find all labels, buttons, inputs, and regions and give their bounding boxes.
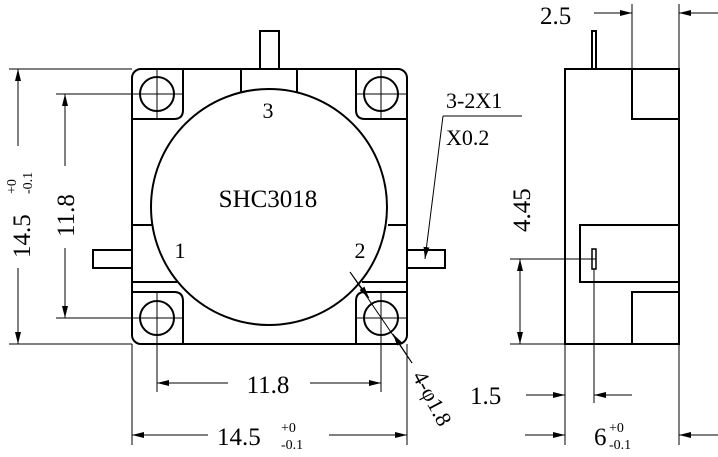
pin-height-dimension: 4.45 xyxy=(509,188,536,232)
svg-text:-0.1: -0.1 xyxy=(281,438,303,453)
pin-size-note-line2: X0.2 xyxy=(446,125,489,150)
hole-diameter-note: 4-φ1.8 xyxy=(408,367,458,430)
port-2-label: 2 xyxy=(355,238,366,263)
pin-offset-top-dimension: 2.5 xyxy=(540,3,571,30)
pin-1 xyxy=(92,249,133,269)
svg-text:6: 6 xyxy=(594,424,607,451)
height-dimension: 14.5 +0 -0.1 xyxy=(5,172,36,258)
pin-3 xyxy=(259,30,280,70)
notch-lines xyxy=(132,69,407,283)
svg-text:14.5: 14.5 xyxy=(217,424,261,451)
port-1-label: 1 xyxy=(175,238,186,263)
svg-text:+0: +0 xyxy=(5,179,20,194)
svg-text:-0.1: -0.1 xyxy=(21,172,36,194)
ferrite-disk xyxy=(150,88,388,326)
hole-spacing-v-dimension: 11.8 xyxy=(53,194,80,237)
side-view: 2.5 4.45 1.5 6 +0 -0.1 xyxy=(470,3,718,453)
part-number-label: SHC3018 xyxy=(219,186,318,213)
port-3-label: 3 xyxy=(263,98,274,123)
svg-text:+0: +0 xyxy=(281,421,296,436)
thickness-dimension: 6 +0 -0.1 xyxy=(594,421,631,453)
corner-pockets xyxy=(132,69,407,344)
pin-size-note-line1: 3-2X1 xyxy=(446,88,502,113)
svg-text:+0: +0 xyxy=(609,421,624,436)
svg-text:-0.1: -0.1 xyxy=(609,438,631,453)
side-body-outline xyxy=(564,68,680,345)
pin-offset-side-dimension: 1.5 xyxy=(470,383,501,410)
front-view: SHC3018 3 1 2 14.5 +0 -0.1 11.8 11.8 14.… xyxy=(5,30,522,453)
svg-text:14.5: 14.5 xyxy=(9,214,36,258)
side-pin-top xyxy=(591,30,597,70)
width-dimension: 14.5 +0 -0.1 xyxy=(217,421,303,453)
hole-spacing-h-dimension: 11.8 xyxy=(247,372,290,399)
